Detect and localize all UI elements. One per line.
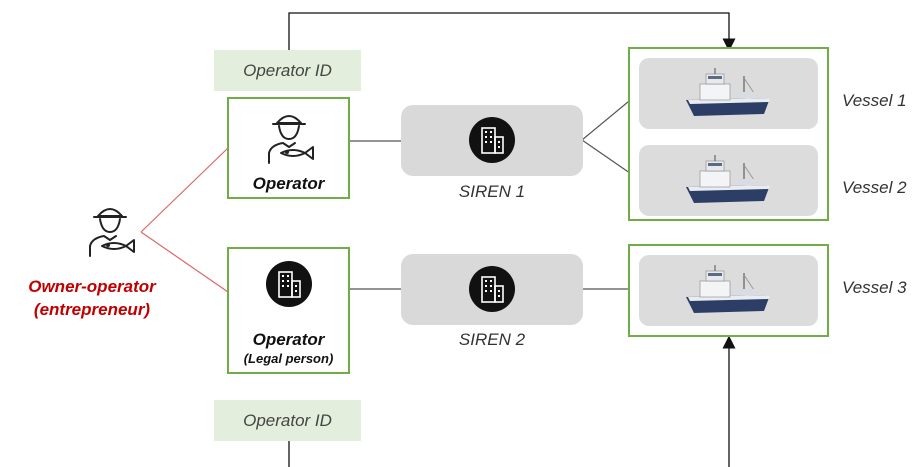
vessel-group-2-box: [628, 244, 829, 337]
top-operator-id-box: Operator ID: [214, 50, 361, 91]
owner-fisher-icon: [89, 208, 135, 257]
operator-person-title: Operator: [252, 174, 325, 193]
siren2-box: [401, 254, 583, 325]
ship-icon: [686, 155, 770, 203]
fisher-icon: [268, 115, 314, 164]
ship-icon: [686, 68, 770, 116]
operator-legal-box: Operator (Legal person): [227, 247, 350, 374]
bottom-operator-id-label: Operator ID: [243, 410, 332, 430]
vessel1-label: Vessel 1: [842, 91, 907, 110]
owner-operator-label: Owner-operator (entrepreneur): [2, 275, 182, 321]
top-operator-id-label: Operator ID: [243, 60, 332, 80]
owner-to-operator-line: [140, 147, 229, 233]
siren1-label: SIREN 1: [458, 182, 526, 201]
owner-operator-line2: (entrepreneur): [33, 300, 151, 319]
building-icon: [469, 266, 515, 312]
building-icon: [469, 117, 515, 163]
top-connector-line: [288, 12, 736, 52]
ship-icon: [686, 265, 770, 313]
vessel3-card: [639, 255, 818, 326]
operator-person-box: Operator: [227, 97, 350, 199]
vessel2-card: [639, 145, 818, 216]
bottom-operator-id-box: Operator ID: [214, 400, 361, 441]
owner-operator-line1: Owner-operator: [28, 277, 156, 296]
owner-to-legal-line: [140, 231, 229, 293]
siren2-label: SIREN 2: [458, 330, 526, 349]
vessel3-label: Vessel 3: [842, 278, 907, 297]
vessel1-card: [639, 58, 818, 129]
operator-legal-subtitle: (Legal person): [243, 351, 334, 366]
siren1-box: [401, 105, 583, 176]
building-icon: [266, 261, 312, 307]
vessel2-label: Vessel 2: [842, 178, 907, 197]
operator-legal-title: Operator: [252, 330, 325, 349]
vessel-group-1-box: [628, 47, 829, 221]
